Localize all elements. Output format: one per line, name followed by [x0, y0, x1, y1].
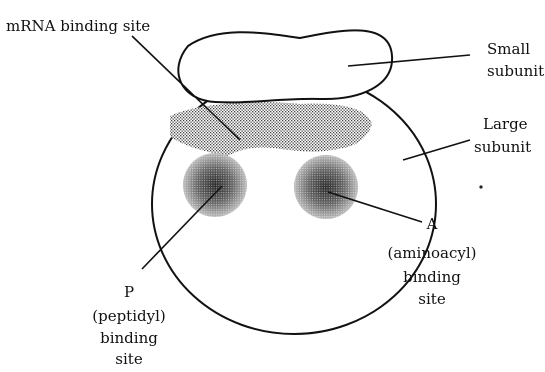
svg-text:(peptidyl): (peptidyl) — [92, 307, 165, 325]
svg-text:Small: Small — [487, 40, 530, 58]
small-subunit-shape — [178, 30, 392, 102]
svg-text:binding: binding — [100, 329, 158, 347]
speck-mark — [479, 185, 482, 188]
svg-text:P: P — [124, 283, 134, 301]
p-site-label: P (peptidyl) binding site — [92, 283, 165, 367]
svg-text:site: site — [115, 350, 143, 367]
svg-text:Large: Large — [483, 115, 528, 133]
svg-text:A: A — [426, 215, 438, 233]
large-subunit-label: Large subunit — [474, 115, 531, 156]
svg-text:subunit: subunit — [474, 138, 531, 156]
mrna-binding-site-label: mRNA binding site — [6, 17, 150, 35]
a-binding-site — [294, 155, 358, 219]
p-binding-site — [183, 153, 247, 217]
svg-text:site: site — [418, 290, 446, 308]
svg-text:binding: binding — [403, 268, 461, 286]
svg-text:(aminoacyl): (aminoacyl) — [388, 244, 477, 262]
small-subunit-label: Small subunit — [487, 40, 544, 80]
svg-text:subunit: subunit — [487, 62, 544, 80]
